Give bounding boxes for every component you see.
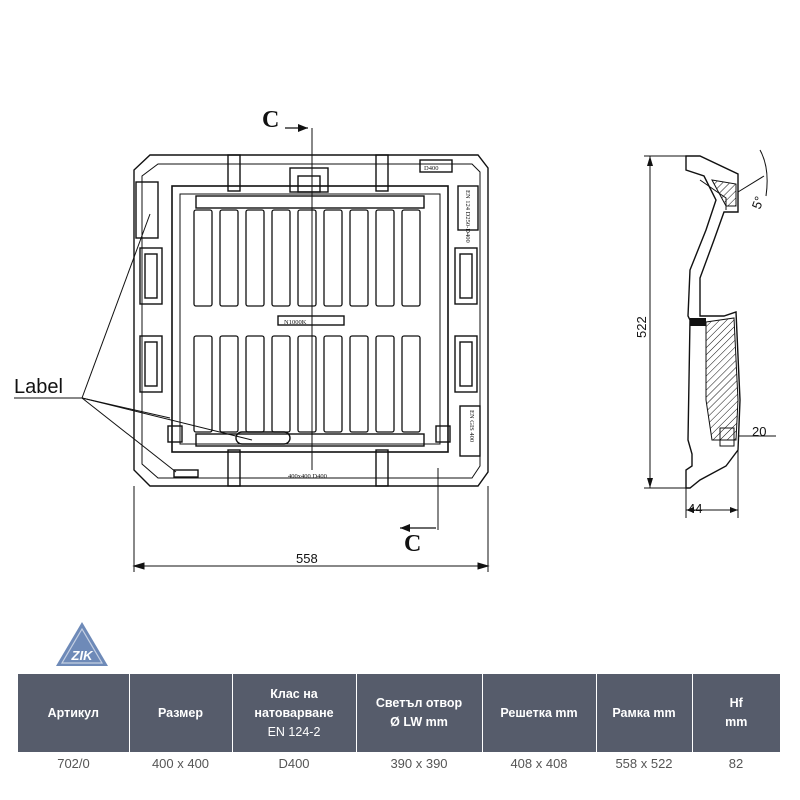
dim-rim: 20 (752, 424, 766, 439)
column-header-line: Артикул (47, 705, 99, 720)
column-header-line: Решетка mm (500, 705, 578, 720)
zik-logo: ZIK (56, 622, 108, 666)
label-plate (135, 181, 159, 239)
column-header: Артикул (18, 674, 130, 752)
table-cell: 702/0 (57, 755, 90, 771)
section-marker-bottom: C (404, 531, 421, 557)
plan-class-tag: D400 (424, 165, 438, 172)
grate-slot (401, 335, 421, 433)
column-header: Размер (129, 674, 233, 752)
side-section (644, 149, 776, 518)
grate-slot (219, 209, 239, 307)
grate-slot (375, 335, 395, 433)
technical-drawing: D400 N1000K 400x400 D400 EN 124 D250-D40… (14, 107, 776, 572)
table-row: 702/0 400 x 400 D400 390 x 390 408 x 408 558 … (18, 752, 780, 774)
grate-slot (193, 335, 213, 433)
width-dimension (132, 486, 490, 572)
grate-slot (193, 209, 213, 307)
frame-outline (133, 154, 489, 487)
dim-depth: 44 (688, 501, 702, 516)
column-header-line: Размер (157, 705, 203, 720)
section-markers: C C (262, 107, 436, 557)
grate-slot (401, 209, 421, 307)
column-header: Клас на натоварване EN 124-2 (232, 674, 357, 752)
grate-slots (193, 209, 421, 433)
table-cell: 408 x 408 (510, 755, 568, 771)
plan-size-mark: 400x400 D400 (288, 473, 327, 480)
spec-table: Артикул Размер Клас на натоварване EN 124-2 С… (18, 674, 780, 774)
plan-maker-text: N1000K (284, 319, 307, 326)
column-header: Hf mm (692, 674, 780, 752)
column-header-line: Клас на (270, 686, 318, 701)
grate-slot (323, 335, 343, 433)
plan-side-standard: EN 124 D250-D400 (464, 190, 471, 243)
grate-slot (375, 209, 395, 307)
table-body: 702/0 400 x 400 D400 390 x 390 408 x 408 558 … (18, 752, 780, 774)
plan-view (133, 128, 489, 530)
column-header: Решетка mm (482, 674, 597, 752)
column-header-line: Рамка mm (612, 705, 676, 720)
grate-slot (219, 335, 239, 433)
column-header-line: Светъл отвор (375, 696, 463, 710)
logo-text: ZIK (71, 648, 95, 663)
grate-slot (297, 335, 317, 433)
side-section-hatch (690, 179, 739, 441)
table-cell: D400 (278, 755, 310, 771)
column-header-line: EN 124-2 (267, 724, 321, 739)
grate-slot (323, 209, 343, 307)
callout-label: Label (14, 376, 63, 398)
plan-text: D400 N1000K 400x400 D400 EN 124 D250-D40… (284, 165, 475, 480)
column-header-line: натоварване (254, 705, 334, 720)
grate-slot (271, 209, 291, 307)
grate-outline (171, 185, 449, 453)
table-header-row: Артикул Размер Клас на натоварване EN 124-2 С… (18, 674, 780, 752)
table-cell: 558 x 522 (615, 755, 673, 771)
column-header-line: Hf (729, 696, 743, 710)
dim-width: 558 (296, 551, 318, 566)
plan-std-side: EN GIS 400 (468, 410, 475, 442)
grate-slot (271, 335, 291, 433)
dim-angle: 5° (749, 194, 767, 211)
table-cell: 400 x 400 (151, 755, 210, 771)
column-header-line: mm (725, 715, 748, 729)
column-header-line: Ø LW mm (390, 715, 448, 729)
grate-slot (245, 335, 265, 433)
grate-slot (245, 209, 265, 307)
grate-slot (297, 209, 317, 307)
dim-height: 522 (634, 316, 649, 338)
section-marker-top: C (262, 107, 279, 133)
table-cell: 390 x 390 (390, 755, 448, 771)
column-header: Рамка mm (596, 674, 693, 752)
grate-slot (349, 335, 369, 433)
grate-slot (349, 209, 369, 307)
label-callout: Label (14, 213, 253, 473)
column-header: Светъл отвор Ø LW mm (356, 674, 483, 752)
table-cell: 82 (728, 755, 744, 771)
